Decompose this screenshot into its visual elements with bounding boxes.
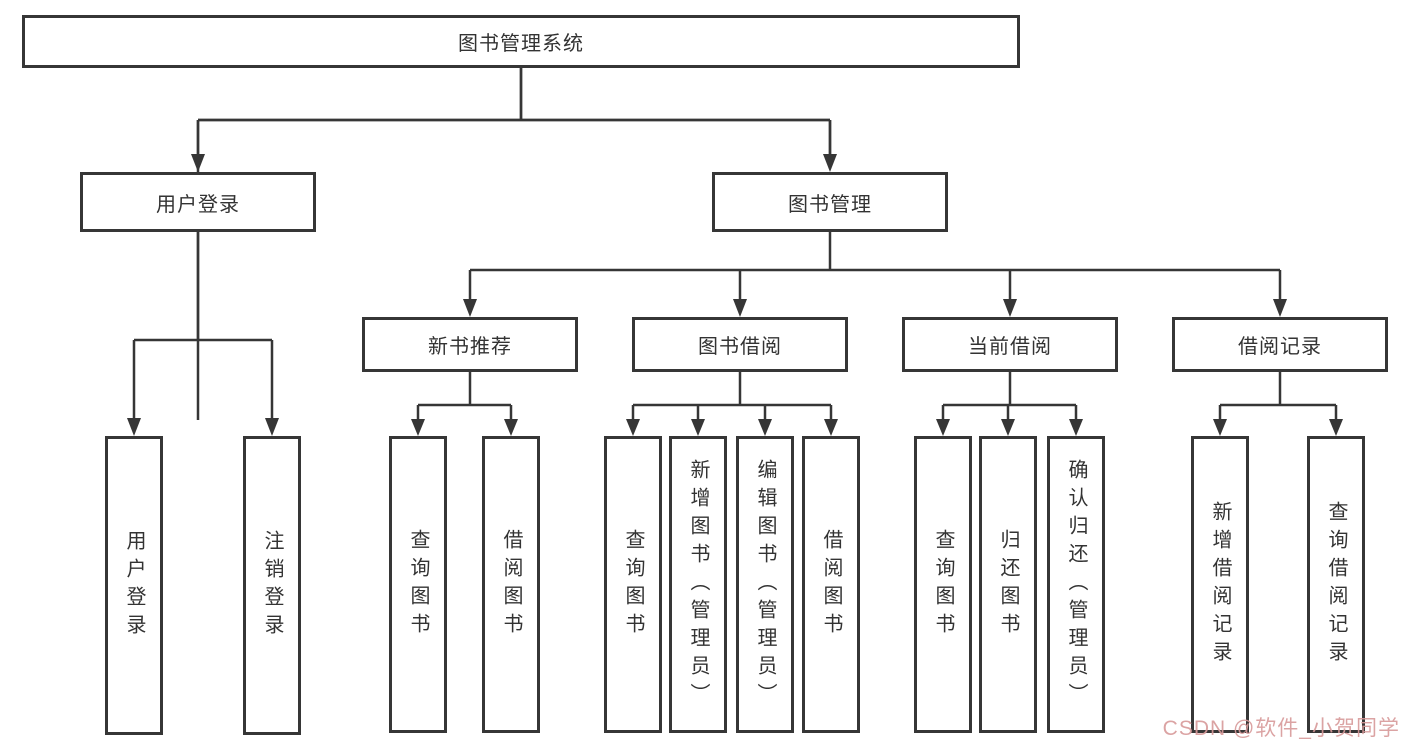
leaf-query-book-2-label: 查询图书 bbox=[622, 528, 644, 641]
node-user-login-label: 用户登录 bbox=[156, 193, 240, 216]
leaf-user-login: 用户登录 bbox=[105, 436, 163, 735]
leaf-add-borrow-record-label: 新增借阅记录 bbox=[1209, 500, 1231, 669]
node-book-borrow-label: 图书借阅 bbox=[698, 336, 782, 358]
leaf-query-book-1-label: 查询图书 bbox=[407, 528, 429, 641]
csdn-watermark: CSDN @软件_小贺同学 bbox=[1162, 717, 1400, 740]
node-borrow-record: 借阅记录 bbox=[1172, 317, 1388, 372]
leaf-query-book-3-label: 查询图书 bbox=[932, 528, 954, 641]
leaf-query-borrow-record: 查询借阅记录 bbox=[1307, 436, 1365, 733]
leaf-add-borrow-record: 新增借阅记录 bbox=[1191, 436, 1249, 733]
leaf-query-book-1: 查询图书 bbox=[389, 436, 447, 733]
leaf-confirm-return-admin-label: 确认归还（管理员） bbox=[1065, 458, 1087, 711]
leaf-add-book-admin: 新增图书（管理员） bbox=[669, 436, 727, 733]
node-current-borrow-label: 当前借阅 bbox=[968, 336, 1052, 358]
node-book-management: 图书管理 bbox=[712, 172, 948, 232]
leaf-query-book-2: 查询图书 bbox=[604, 436, 662, 733]
node-root: 图书管理系统 bbox=[22, 15, 1020, 68]
leaf-logout: 注销登录 bbox=[243, 436, 301, 735]
leaf-borrow-book-2-label: 借阅图书 bbox=[820, 528, 842, 641]
leaf-borrow-book-1: 借阅图书 bbox=[482, 436, 540, 733]
leaf-user-login-label: 用户登录 bbox=[123, 529, 145, 642]
leaf-return-book: 归还图书 bbox=[979, 436, 1037, 733]
leaf-logout-label: 注销登录 bbox=[261, 529, 283, 642]
leaf-query-borrow-record-label: 查询借阅记录 bbox=[1325, 500, 1347, 669]
node-new-book-recommend-label: 新书推荐 bbox=[428, 336, 512, 358]
node-current-borrow: 当前借阅 bbox=[902, 317, 1118, 372]
node-new-book-recommend: 新书推荐 bbox=[362, 317, 578, 372]
leaf-query-book-3: 查询图书 bbox=[914, 436, 972, 733]
node-user-login: 用户登录 bbox=[80, 172, 316, 232]
node-book-borrow: 图书借阅 bbox=[632, 317, 848, 372]
leaf-edit-book-admin-label: 编辑图书（管理员） bbox=[754, 458, 776, 711]
node-root-label: 图书管理系统 bbox=[458, 33, 584, 55]
leaf-borrow-book-2: 借阅图书 bbox=[802, 436, 860, 733]
leaf-return-book-label: 归还图书 bbox=[997, 528, 1019, 641]
leaf-add-book-admin-label: 新增图书（管理员） bbox=[687, 458, 709, 711]
leaf-borrow-book-1-label: 借阅图书 bbox=[500, 528, 522, 641]
leaf-edit-book-admin: 编辑图书（管理员） bbox=[736, 436, 794, 733]
leaf-confirm-return-admin: 确认归还（管理员） bbox=[1047, 436, 1105, 733]
node-borrow-record-label: 借阅记录 bbox=[1238, 336, 1322, 358]
node-book-management-label: 图书管理 bbox=[788, 193, 872, 216]
